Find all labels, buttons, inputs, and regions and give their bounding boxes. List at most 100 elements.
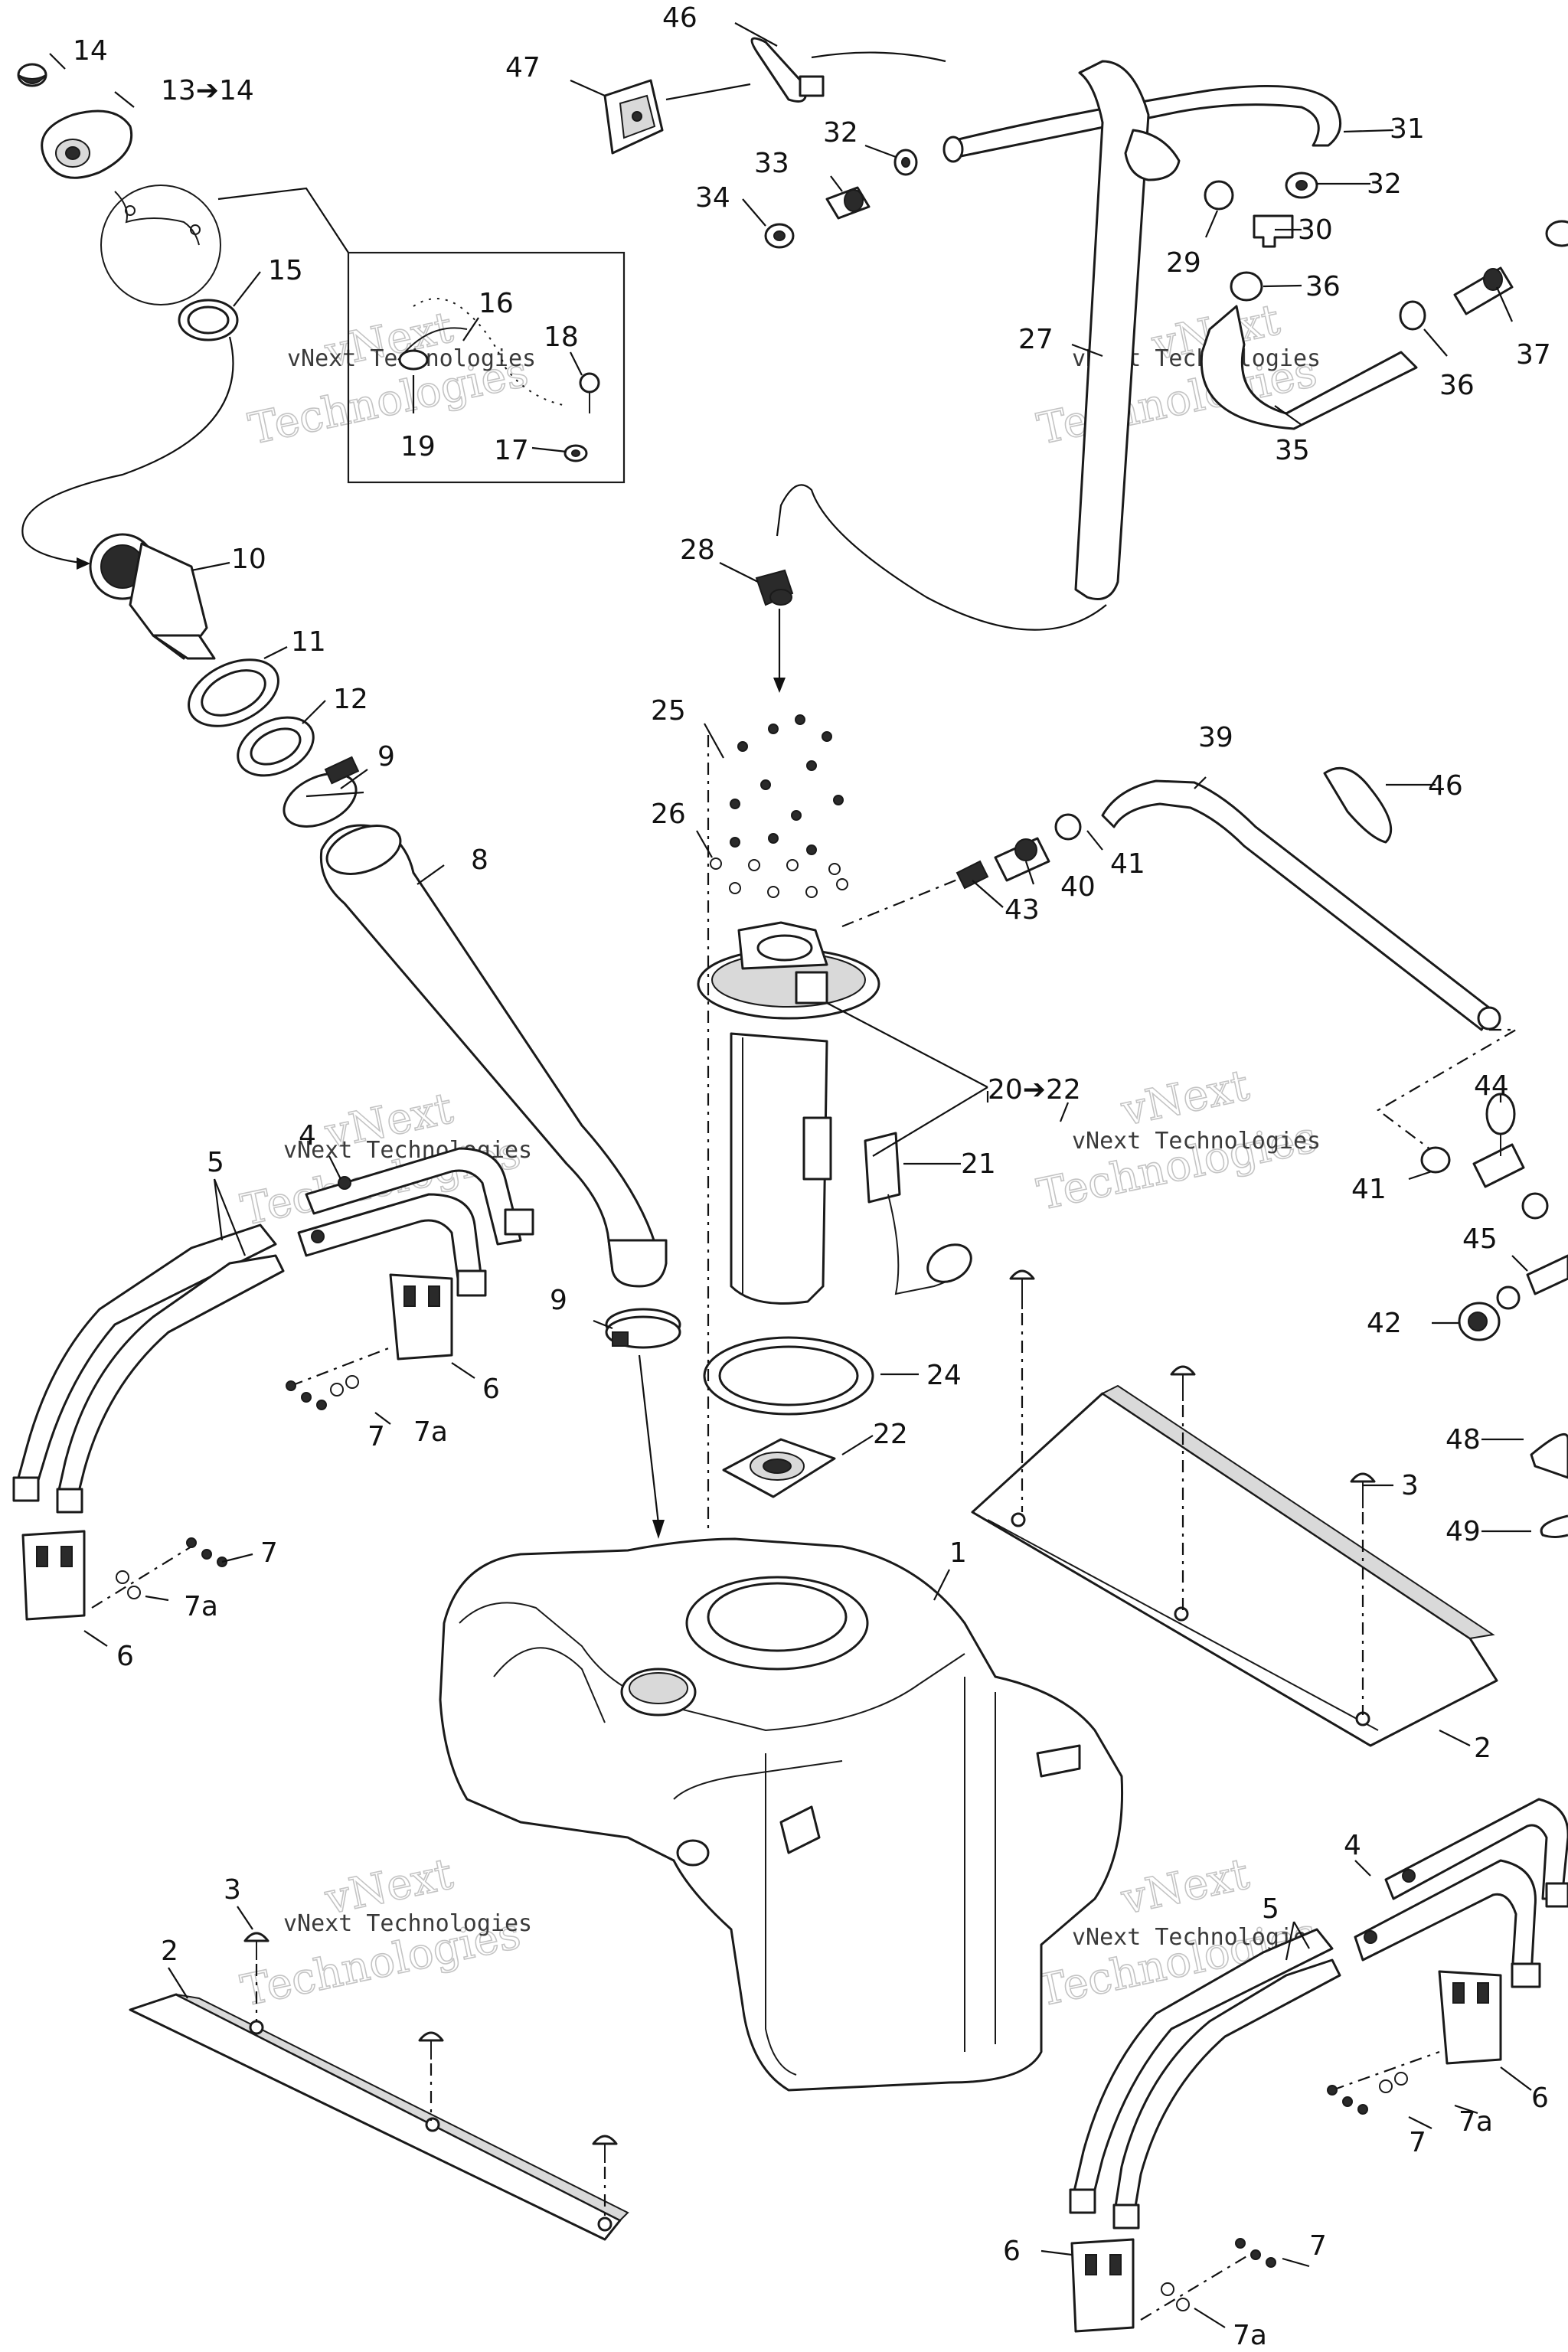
valve-44: [1472, 1093, 1525, 1188]
filler-cap-14: [17, 63, 47, 87]
svg-text:vNext: vNext: [1116, 1060, 1253, 1136]
bolts-7-right-lower: [1140, 2238, 1276, 2321]
callout-20-22: 20➔22: [988, 1074, 1081, 1106]
strap-4-left: [297, 1147, 534, 1297]
strap-to-mount-arrow: [665, 83, 751, 101]
centerline-fuel-line: [841, 875, 965, 928]
strap-46-right: [1323, 766, 1393, 844]
callout-45: 45: [1462, 1223, 1498, 1255]
vent-to-pump-arrow: [776, 484, 1107, 631]
callout-5-right: 5: [1262, 1893, 1279, 1925]
callout-7a-left-upper: 7a: [413, 1416, 448, 1448]
callout-16: 16: [479, 288, 514, 319]
fitting-40: [994, 837, 1050, 882]
callout-33: 33: [754, 148, 789, 179]
gasket-15: [178, 299, 239, 341]
callout-7-right-upper: 7: [1409, 2127, 1426, 2158]
callout-48: 48: [1446, 1424, 1481, 1455]
callout-31: 31: [1390, 113, 1425, 145]
callout-32-right: 32: [1367, 168, 1402, 200]
callout-46-top: 46: [662, 2, 697, 34]
callout-29: 29: [1166, 247, 1201, 279]
bracket-6-left-upper: [389, 1273, 453, 1361]
clamp-41-far: [1521, 1192, 1549, 1220]
callout-6-right-upper: 6: [1531, 2082, 1549, 2114]
strap-5-left: [12, 1223, 285, 1514]
callout-47: 47: [505, 52, 541, 83]
callout-25: 25: [651, 695, 686, 727]
callout-8: 8: [471, 844, 488, 876]
callout-4-left: 4: [299, 1120, 316, 1152]
callout-3-left: 3: [224, 1874, 241, 1906]
callout-6-left-lower: 6: [116, 1641, 134, 1672]
watermark-top-left: vNext Technologies vNext Technologies: [244, 302, 537, 455]
callout-17: 17: [494, 435, 529, 466]
strap-5-right: [1069, 1928, 1341, 2230]
cap-to-neck-arrow: [21, 336, 234, 564]
callout-2-right: 2: [1474, 1733, 1491, 1764]
callout-37: 37: [1516, 339, 1551, 371]
callout-28: 28: [680, 534, 715, 566]
fuel-tank-1: [439, 1537, 1124, 2092]
clamp-36-lower: [1399, 300, 1426, 331]
callout-32-left: 32: [823, 117, 858, 149]
clamp-right-edge: [1496, 1285, 1521, 1310]
arrowhead-neck: [77, 557, 90, 570]
vent-hose-27: [1074, 60, 1181, 600]
leader-lines: [49, 22, 1532, 2328]
callout-36-upper: 36: [1305, 271, 1341, 302]
bracket-6-left-lower: [21, 1530, 86, 1621]
callout-19: 19: [400, 431, 436, 462]
callout-49: 49: [1446, 1516, 1481, 1547]
callout-36-lower: 36: [1439, 370, 1475, 401]
fill-hose-8: [319, 824, 668, 1288]
clamp-36-upper: [1230, 271, 1263, 302]
callout-7a-left-lower: 7a: [184, 1591, 218, 1622]
part-49: [1540, 1514, 1568, 1538]
bolts-7-left-upper: [286, 1346, 391, 1410]
washer-grid-26: [710, 858, 848, 898]
callout-27: 27: [1018, 324, 1054, 355]
callout-1: 1: [949, 1537, 967, 1569]
callout-14: 14: [73, 35, 108, 67]
callout-15: 15: [268, 255, 303, 286]
clamp-32-right: [1285, 172, 1318, 199]
washer-17: [564, 444, 588, 462]
callout-7-left-upper: 7: [368, 1421, 385, 1452]
callout-4-right: 4: [1344, 1830, 1361, 1861]
callout-7a-right-upper: 7a: [1459, 2106, 1493, 2138]
clamp-32-left: [893, 149, 918, 176]
bracket-21: [864, 1132, 972, 1295]
valve-33: [825, 186, 871, 220]
callout-40: 40: [1060, 871, 1096, 903]
callout-18: 18: [544, 322, 579, 353]
callout-10: 10: [231, 544, 266, 575]
tube-45: [1526, 1254, 1568, 1295]
clamp-29: [1204, 180, 1234, 211]
pump-module-20: [697, 921, 880, 1305]
callout-35: 35: [1275, 435, 1310, 466]
callout-5-left: 5: [207, 1147, 224, 1178]
strap-4-right: [1354, 1798, 1568, 1988]
hose-35: [1200, 305, 1418, 430]
strap-46-top: [750, 37, 825, 103]
tee-30: [1253, 214, 1294, 248]
screws-3-left: [243, 1932, 618, 2163]
callout-41-right: 41: [1351, 1174, 1387, 1205]
callout-22: 22: [873, 1419, 908, 1450]
arrowhead-valve: [773, 678, 786, 693]
svg-text:vNext: vNext: [1116, 1849, 1253, 1925]
cap-42: [1458, 1302, 1501, 1341]
callout-12: 12: [333, 684, 368, 715]
svg-text:vNext Technologies: vNext Technologies: [1072, 1128, 1321, 1155]
filler-cap-13: [41, 109, 133, 179]
ring-19: [398, 349, 429, 371]
bracket-6-right-upper: [1438, 1970, 1502, 2065]
inset-circle: [100, 185, 221, 305]
part-48: [1530, 1432, 1568, 1479]
fuel-hose-39: [1101, 779, 1501, 1031]
callout-39: 39: [1198, 722, 1233, 753]
clamp-9-lower: [605, 1308, 681, 1349]
screws-3-right: [1009, 1269, 1376, 1508]
